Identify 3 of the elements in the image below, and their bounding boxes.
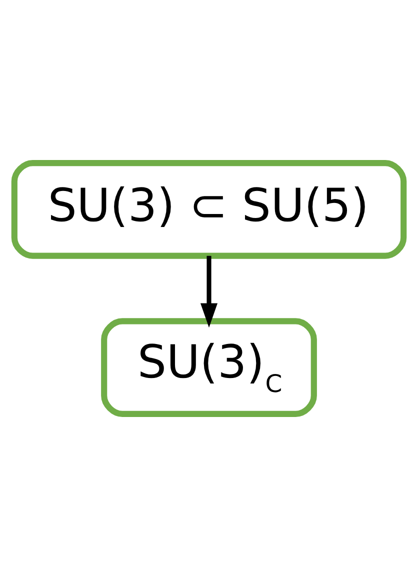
- node-box: SU(3)$_{C}$: [101, 318, 317, 416]
- node-box: SU(3) ⊂ SU(5): [11, 160, 407, 258]
- arrow: [200, 255, 218, 328]
